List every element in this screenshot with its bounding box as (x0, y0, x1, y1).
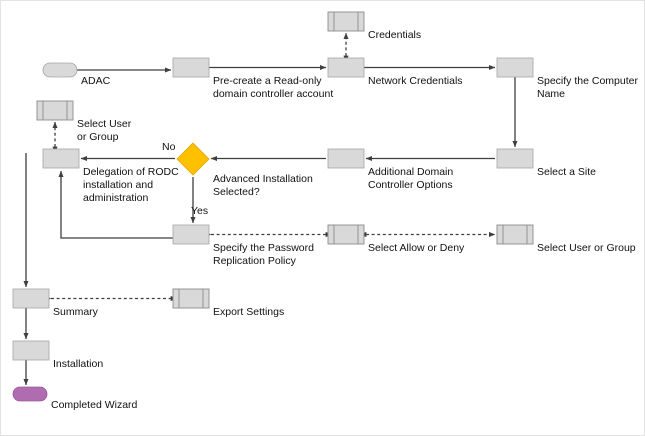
edge-label-yes-label: Yes (191, 205, 209, 217)
process-box[interactable] (327, 57, 365, 78)
decision-diamond[interactable] (176, 142, 210, 176)
node-selectusergroup2[interactable] (496, 224, 534, 245)
node-netcred[interactable] (327, 57, 365, 78)
node-installation[interactable] (12, 340, 50, 361)
process-box[interactable] (172, 57, 210, 78)
process-box[interactable] (172, 224, 210, 245)
node-selectsite[interactable] (496, 148, 534, 169)
terminator-end[interactable] (12, 386, 48, 402)
node-summary[interactable] (12, 288, 50, 309)
node-allowdeny[interactable] (327, 224, 365, 245)
predefined-process-box[interactable] (496, 224, 534, 245)
node-delegation[interactable] (42, 148, 80, 169)
node-exportsettings[interactable] (172, 288, 210, 309)
process-box[interactable] (42, 148, 80, 169)
process-box[interactable] (496, 57, 534, 78)
node-passwordpolicy[interactable] (172, 224, 210, 245)
shape-layer (12, 11, 534, 402)
process-box[interactable] (496, 148, 534, 169)
predefined-process-box[interactable] (172, 288, 210, 309)
predefined-process-box[interactable] (327, 11, 365, 32)
process-box[interactable] (327, 148, 365, 169)
process-box[interactable] (12, 340, 50, 361)
node-credentials[interactable] (327, 11, 365, 32)
edge-passwordpolicy-to-delegation (58, 170, 173, 239)
node-completed[interactable] (12, 386, 48, 402)
edge-label-no-label: No (162, 141, 176, 153)
predefined-process-box[interactable] (327, 224, 365, 245)
node-selectusergroup1[interactable] (36, 100, 74, 121)
node-adac[interactable] (42, 62, 78, 78)
process-box[interactable] (12, 288, 50, 309)
predefined-process-box[interactable] (36, 100, 74, 121)
node-advinstall[interactable] (176, 142, 210, 176)
node-computername[interactable] (496, 57, 534, 78)
node-precreate[interactable] (172, 57, 210, 78)
terminator-start[interactable] (42, 62, 78, 78)
node-addlopts[interactable] (327, 148, 365, 169)
